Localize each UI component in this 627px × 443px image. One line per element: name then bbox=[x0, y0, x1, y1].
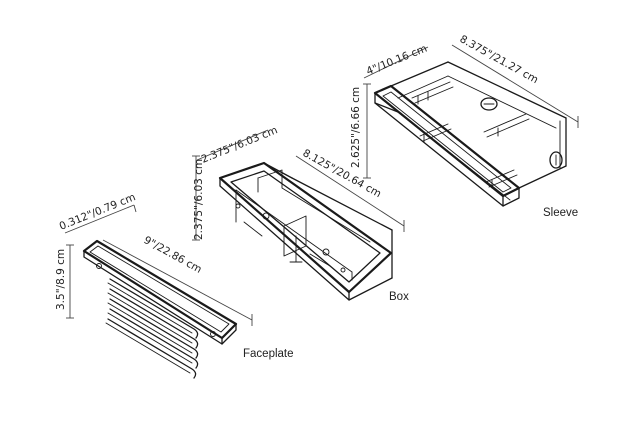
faceplate-label: Faceplate bbox=[243, 348, 294, 360]
faceplate-height-label: 3.5"/8.9 cm bbox=[55, 249, 67, 310]
box-label: Box bbox=[389, 291, 409, 303]
faceplate-width-dimension-line bbox=[102, 239, 253, 321]
sleeve-width-dimension-line bbox=[451, 44, 579, 123]
faceplate-depth-label: 0.312"/0.79 cm bbox=[58, 191, 138, 233]
sleeve-width-label: 8.375"/21.27 cm bbox=[458, 33, 541, 86]
box-depth-label: 2.375"/6.03 cm bbox=[200, 124, 280, 166]
box-width-dimension-line bbox=[295, 155, 405, 227]
sleeve-depth-label: 4"/10.16 cm bbox=[365, 43, 429, 78]
faceplate-depth-dimension-line bbox=[64, 204, 135, 234]
sleeve-height-label: 2.625"/6.66 cm bbox=[350, 87, 362, 168]
box-depth-dimension-line bbox=[196, 129, 269, 161]
box-height-label: 2.375"/6.03 cm bbox=[193, 159, 205, 240]
faceplate-drawing bbox=[82, 239, 238, 379]
sleeve-label: Sleeve bbox=[543, 207, 578, 219]
box-drawing bbox=[218, 161, 393, 301]
box-width-label: 8.125"/20.64 cm bbox=[301, 147, 384, 200]
sleeve-drawing bbox=[373, 61, 567, 207]
sleeve-depth-dimension-line bbox=[363, 46, 429, 79]
